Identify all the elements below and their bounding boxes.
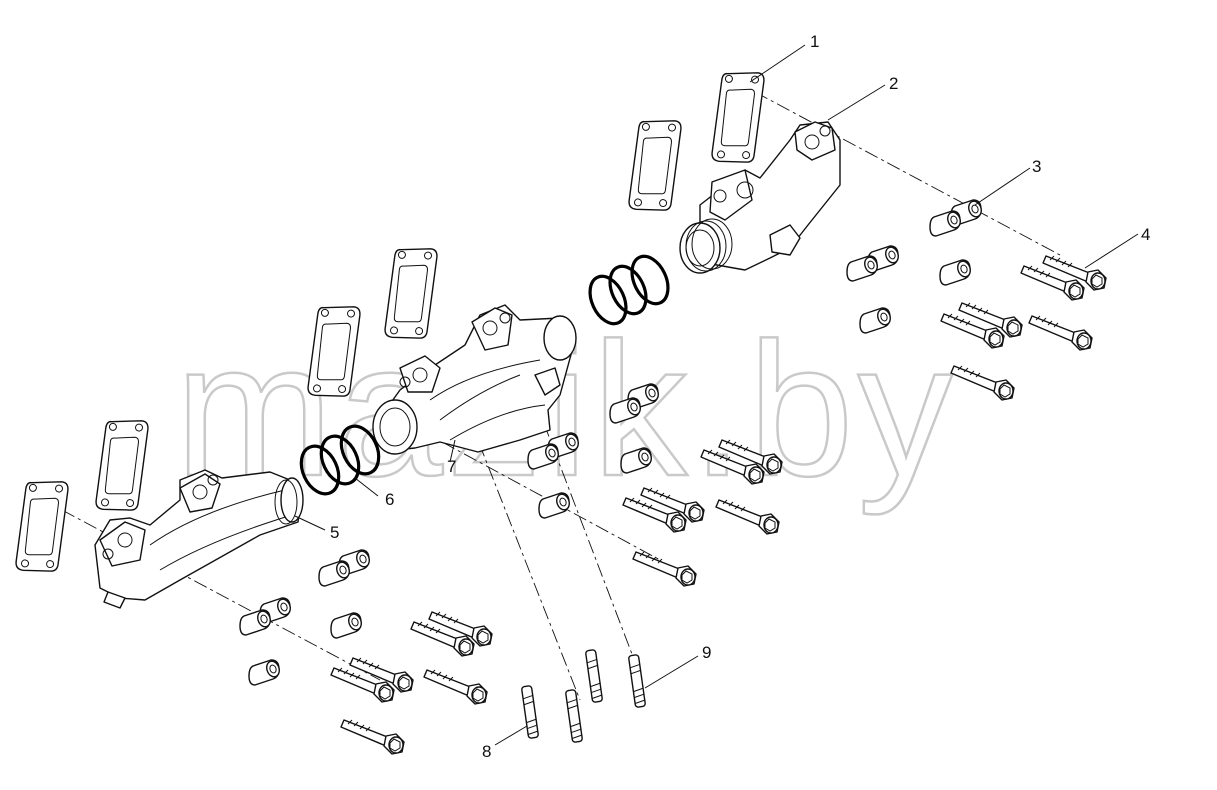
callout-9: 9 [702, 643, 711, 662]
callout-6: 6 [385, 490, 394, 509]
gasket-6 [14, 477, 70, 575]
gasket-5 [94, 416, 150, 514]
callout-7: 7 [447, 457, 456, 476]
callout-labels: 1 2 3 4 5 6 7 8 9 [330, 32, 1150, 761]
manifold-front-section [679, 121, 841, 274]
callout-3: 3 [1032, 157, 1041, 176]
o-ring-set-right [588, 254, 670, 326]
leader-lines [294, 44, 1139, 746]
callout-1: 1 [810, 32, 819, 51]
gasket-2 [627, 116, 683, 214]
callout-2: 2 [889, 74, 898, 93]
studs [520, 648, 647, 744]
manifold-middle-section [372, 304, 577, 455]
callout-8: 8 [482, 742, 491, 761]
gasket-1 [710, 68, 766, 166]
callout-4: 4 [1141, 225, 1150, 244]
manifold-rear-section [94, 469, 304, 609]
callout-5: 5 [330, 523, 339, 542]
o-ring-set-left [299, 424, 381, 496]
